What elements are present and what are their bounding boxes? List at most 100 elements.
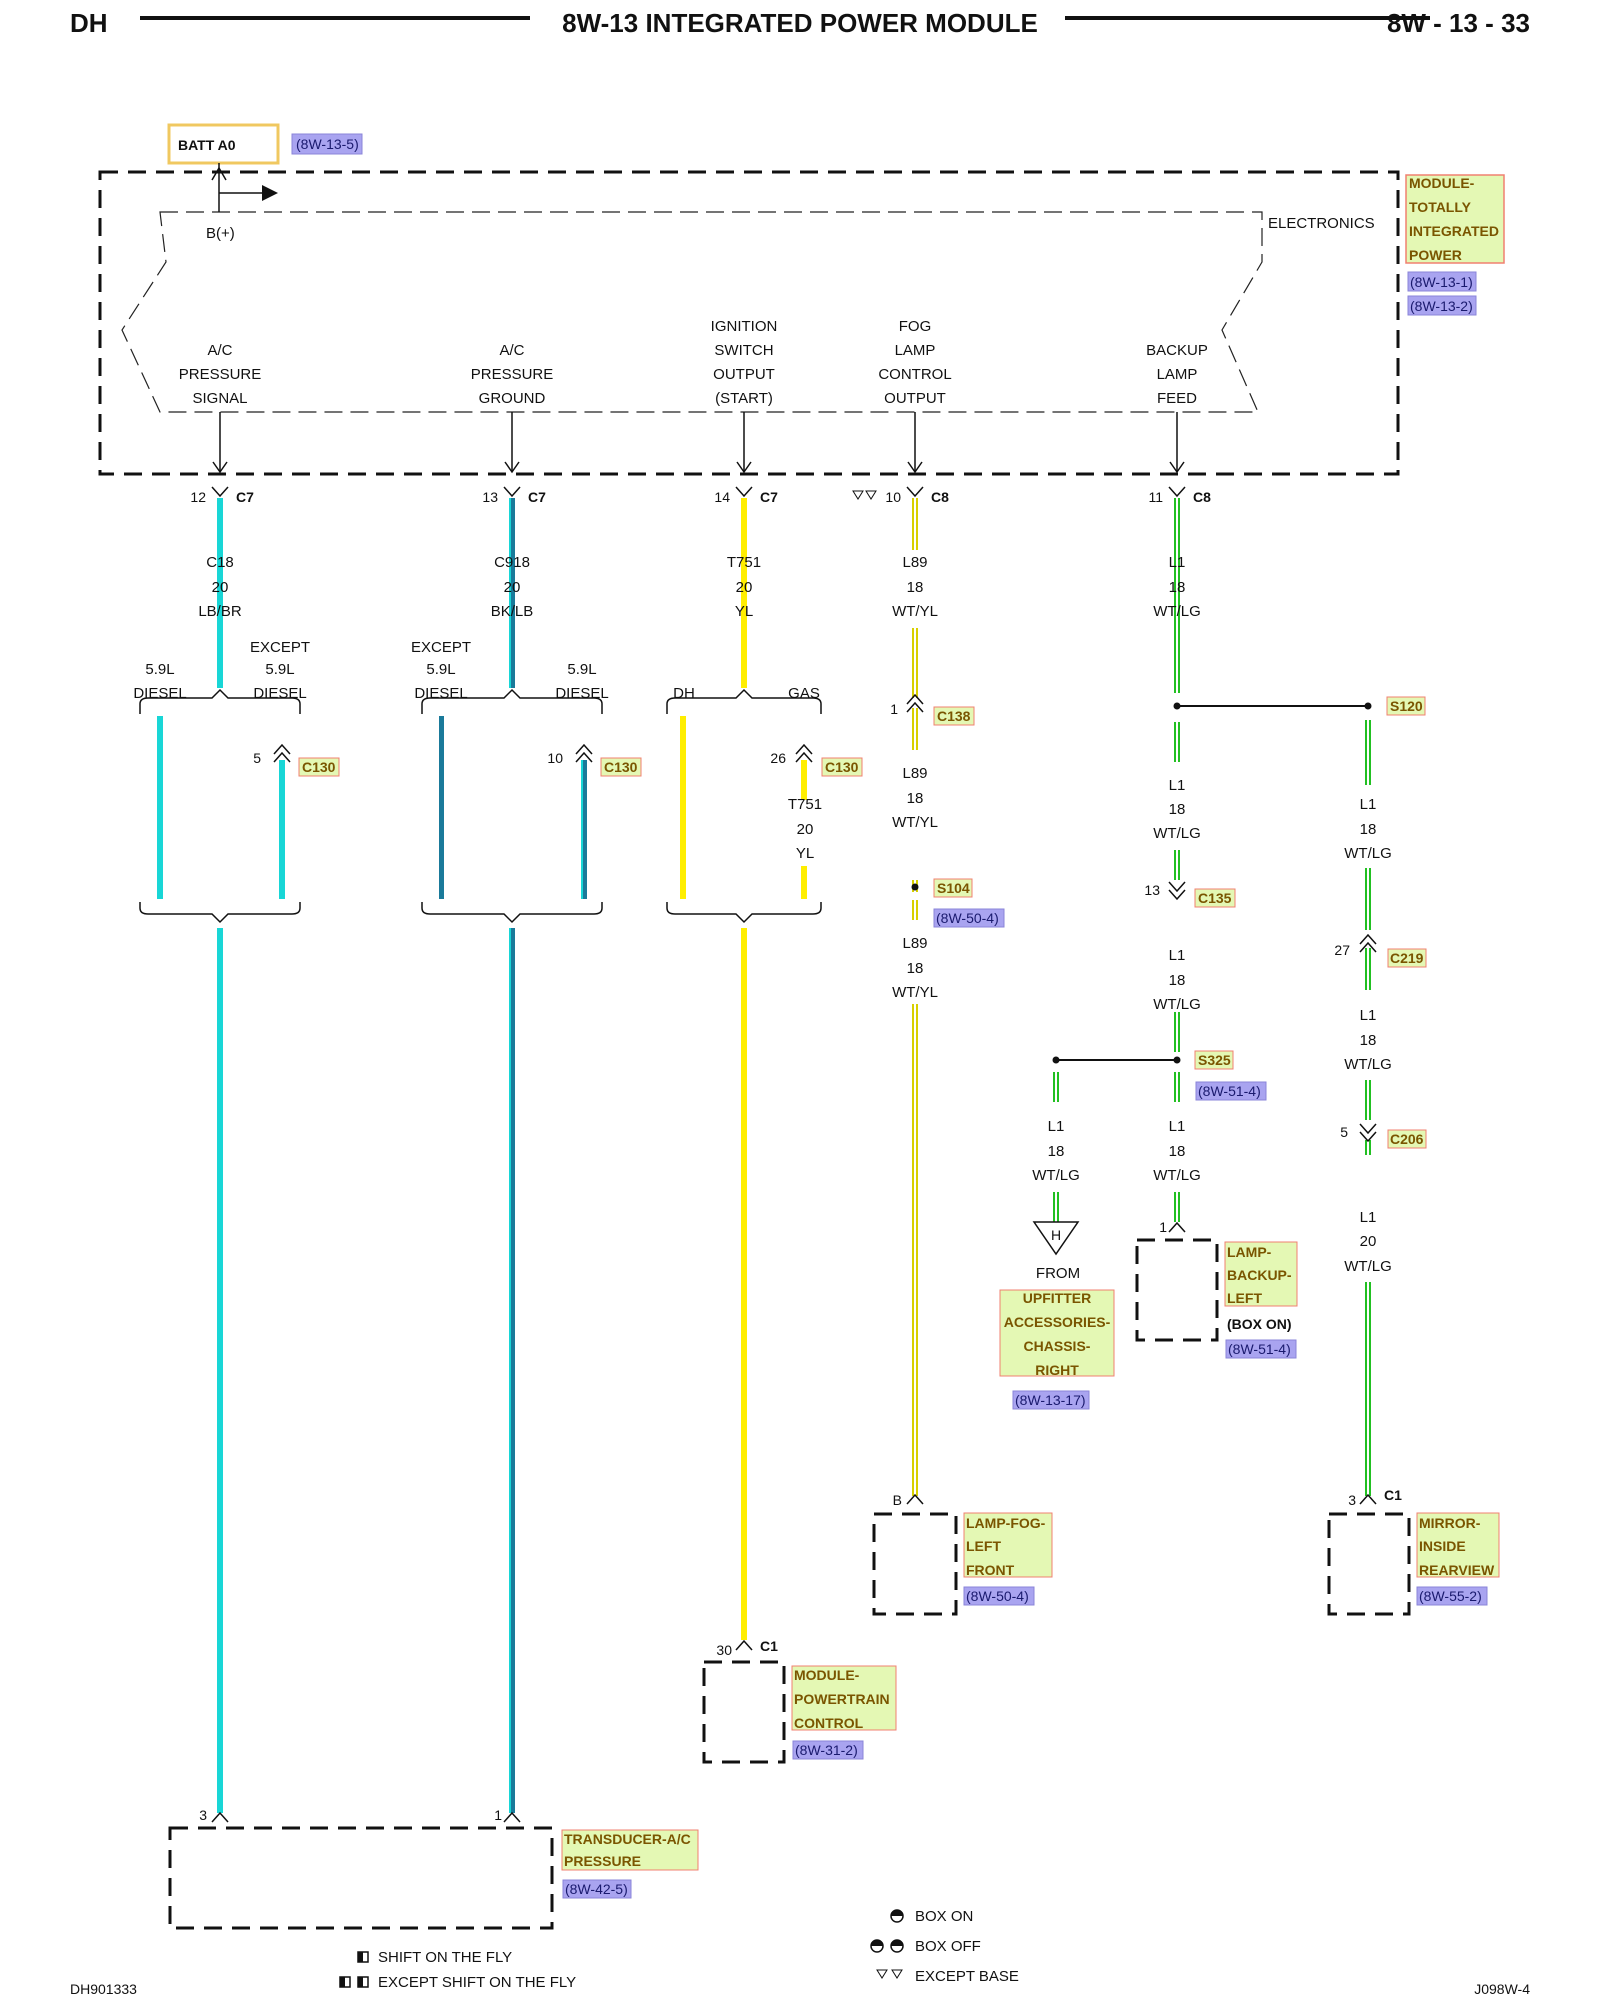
l1-upfitter-gauge: 18	[1048, 1143, 1065, 1160]
wire-t751-main	[741, 928, 747, 1640]
c130-label-3[interactable]: C130	[825, 759, 859, 775]
s104-label[interactable]: S104	[937, 880, 970, 896]
l1-lamp-gauge: 18	[1169, 1143, 1186, 1160]
s104-tag[interactable]	[933, 878, 973, 898]
page-title: 8W-13 INTEGRATED POWER MODULE	[562, 8, 1038, 38]
mirror-tag[interactable]	[1416, 1512, 1500, 1578]
transducer-ref-tag[interactable]	[562, 1879, 632, 1899]
c219-label[interactable]: C219	[1390, 950, 1424, 966]
svg-text:PRESSURE: PRESSURE	[471, 366, 554, 383]
module-name-tag[interactable]	[1405, 174, 1505, 264]
c138-tag[interactable]	[933, 706, 975, 726]
mirror-gauge-b: 18	[1360, 1032, 1377, 1049]
upfitter-ref-tag[interactable]	[1012, 1390, 1090, 1410]
l1-color-b: WT/LG	[1153, 996, 1201, 1013]
wire-l1-s120	[1178, 722, 1180, 762]
module-ref-2-tag[interactable]	[1407, 295, 1477, 316]
pcm-ref-tag[interactable]	[792, 1740, 864, 1760]
s104-ref[interactable]: (8W-50-4)	[936, 910, 999, 926]
svg-text:20: 20	[212, 579, 229, 596]
fog-lamp-tag[interactable]	[963, 1512, 1053, 1578]
l1-lamp-color: WT/LG	[1153, 1167, 1201, 1184]
mirror-color-c: WT/LG	[1344, 1258, 1392, 1275]
pcm-pin: 30	[716, 1642, 732, 1658]
module-ref-2[interactable]: (8W-13-2)	[1410, 298, 1473, 314]
c206-label[interactable]: C206	[1390, 1131, 1424, 1147]
upfitter-1: UPFITTER	[1023, 1290, 1091, 1306]
s325-label[interactable]: S325	[1198, 1052, 1231, 1068]
c130-tag-3[interactable]	[821, 757, 863, 777]
output-fog-lamp-control: FOG LAMP CONTROL OUTPUT	[878, 318, 951, 407]
c219-tag[interactable]	[1387, 948, 1427, 968]
pin-10: 10	[885, 489, 901, 505]
transducer-device	[168, 1826, 554, 1930]
svg-text:YL: YL	[735, 603, 753, 620]
mirror-end-conn: C1	[1384, 1487, 1402, 1503]
s325-ref-tag[interactable]	[1195, 1081, 1267, 1101]
c130-pin-10: 10	[547, 750, 563, 766]
backup-lamp-ref-tag[interactable]	[1225, 1339, 1297, 1359]
c206-tag[interactable]	[1387, 1129, 1427, 1149]
s120-label[interactable]: S120	[1390, 698, 1423, 714]
s325-ref[interactable]: (8W-51-4)	[1198, 1083, 1261, 1099]
fog-lamp-name-2: LEFT	[966, 1538, 1001, 1554]
s104-ref-tag[interactable]	[933, 908, 1005, 928]
batt-ref-tag[interactable]	[291, 133, 363, 155]
l1-color-a: WT/LG	[1153, 825, 1201, 842]
wire-l89-c138	[916, 708, 918, 750]
l89-color-3: WT/YL	[892, 984, 938, 1001]
from-letter: H	[1051, 1227, 1061, 1243]
s120-tag[interactable]	[1386, 696, 1426, 716]
fog-lamp-ref-tag[interactable]	[963, 1586, 1035, 1606]
wire-t751-gas-top	[801, 760, 807, 800]
svg-text:L1: L1	[1169, 554, 1186, 571]
col1-right-l1: EXCEPT	[250, 639, 310, 656]
wire-c918-except	[439, 716, 444, 899]
except-base-legend-icon	[876, 1969, 903, 1979]
transducer-name-2: PRESSURE	[564, 1853, 641, 1869]
s325-tag[interactable]	[1194, 1050, 1234, 1070]
col2-right-l1: 5.9L	[567, 661, 596, 678]
pcm-conn: C1	[760, 1638, 778, 1654]
batt-arrow-icon	[211, 166, 227, 181]
c130-tag-1[interactable]	[298, 757, 340, 777]
transducer-ref[interactable]: (8W-42-5)	[565, 1881, 628, 1897]
c130-label-2[interactable]: C130	[604, 759, 638, 775]
fog-lamp-ref[interactable]: (8W-50-4)	[966, 1588, 1029, 1604]
electronics-outline	[121, 211, 1263, 413]
mirror-ref[interactable]: (8W-55-2)	[1419, 1588, 1482, 1604]
c135-label[interactable]: C135	[1198, 890, 1232, 906]
wire-c18-main	[217, 928, 223, 1813]
module-ref-1-tag[interactable]	[1407, 271, 1477, 292]
svg-text:CONTROL: CONTROL	[878, 366, 951, 383]
transducer-tag[interactable]	[561, 1829, 699, 1871]
mirror-circuit-b: L1	[1360, 1007, 1377, 1024]
backup-lamp-ref[interactable]: (8W-51-4)	[1228, 1341, 1291, 1357]
backup-lamp-chevron	[1168, 1221, 1186, 1233]
upfitter-tag[interactable]	[999, 1289, 1115, 1377]
c138-label[interactable]: C138	[937, 708, 971, 724]
backup-lamp-tag[interactable]	[1224, 1241, 1298, 1307]
legend-except-shift-on-fly: EXCEPT SHIFT ON THE FLY	[378, 1974, 576, 1991]
c135-tag[interactable]	[1194, 888, 1236, 908]
box-on-icon	[890, 1909, 904, 1923]
pcm-tag[interactable]	[791, 1665, 897, 1731]
c138-chevrons	[906, 693, 924, 713]
transducer-pin-right: 1	[494, 1807, 502, 1823]
transducer-pin-left: 3	[199, 1807, 207, 1823]
batt-ref[interactable]: (8W-13-5)	[296, 136, 359, 152]
c130-tag-2[interactable]	[600, 757, 642, 777]
pin-14: 14	[714, 489, 730, 505]
svg-text:18: 18	[907, 579, 924, 596]
c130-label-1[interactable]: C130	[302, 759, 336, 775]
pcm-ref[interactable]: (8W-31-2)	[795, 1742, 858, 1758]
upfitter-ref[interactable]: (8W-13-17)	[1015, 1392, 1086, 1408]
col1-right-l3: DIESEL	[253, 685, 306, 702]
mirror-circuit-c: L1	[1360, 1209, 1377, 1226]
backup-lamp-name-1: LAMP-	[1227, 1244, 1272, 1260]
module-ref-1[interactable]: (8W-13-1)	[1410, 274, 1473, 290]
svg-text:20: 20	[736, 579, 753, 596]
output-a-c-pressure-signal: A/C PRESSURE SIGNAL	[179, 342, 262, 407]
mirror-ref-tag[interactable]	[1416, 1586, 1488, 1606]
